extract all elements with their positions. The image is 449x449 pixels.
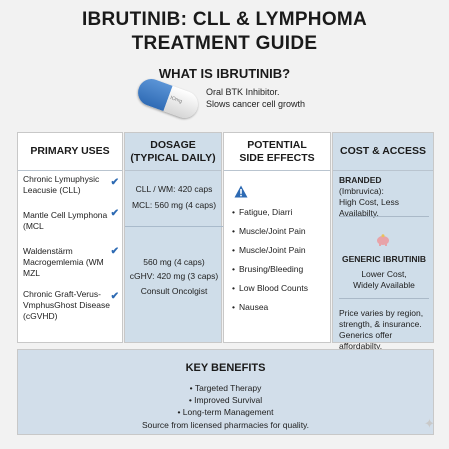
side-effect-item: Nausea — [232, 302, 308, 321]
dosage-bottom-line-2: cGHV: 420 mg (3 caps) — [129, 271, 219, 281]
use-item-text: Leacusie (CLL) — [23, 185, 81, 195]
side-effects-heading-line-2: SIDE EFFECTS — [239, 151, 315, 164]
use-item-text: Waldenstärm — [23, 246, 73, 256]
side-effect-item: Muscle/Joint Pain — [232, 226, 308, 245]
what-is-description: Oral BTK Inhibitor. Slows cancer cell gr… — [206, 86, 305, 110]
side-effects-heading-line-1: POTENTIAL — [247, 138, 307, 151]
use-item-cgvhd: Chronic Graft-Verus- VmphusGhost Disease… — [23, 289, 123, 322]
branded-block: BRANDED (Imbruvica): High Cost, Less Ava… — [333, 175, 435, 219]
price-note-line-1: Price varies by region, — [339, 308, 424, 318]
side-effect-item: Muscle/Joint Pain — [232, 245, 308, 264]
use-item-text: MZL — [23, 268, 40, 278]
generic-title: GENERIC IBRUTINIB — [341, 254, 427, 264]
dosage-top-line-2: MCL: 560 mg (4 caps) — [131, 200, 217, 210]
generic-line-1: Lower Cost, — [361, 269, 407, 279]
use-item-text: Mantle Cell Lymphona — [23, 210, 108, 220]
sparkle-icon: ✦ — [424, 416, 435, 431]
side-effects-heading: POTENTIAL SIDE EFFECTS — [224, 133, 330, 171]
use-item-text: Chronic Lymuphysic — [23, 174, 100, 184]
check-icon: ✔ — [110, 208, 119, 219]
what-is-line-1: Oral BTK Inhibitor. — [206, 87, 280, 97]
title-line-1: IBRUTINIB: CLL & LYMPHOMA — [81, 9, 368, 30]
use-item-text: Macrogemlemia (WM — [23, 257, 104, 267]
dosage-bottom-line-1: 560 mg (4 caps) — [143, 257, 205, 267]
dosage-heading: DOSAGE (TYPICAL DAILY) — [125, 133, 221, 171]
primary-uses-column: PRIMARY USES Chronic Lymuphysic Leacusie… — [17, 132, 123, 343]
warning-triangle-icon — [234, 185, 248, 198]
price-note-line-2: strength, & insurance. — [339, 319, 422, 329]
key-benefits-panel: KEY BENEFITS • Targeted Therapy • Improv… — [17, 349, 434, 435]
dosage-heading-line-1: DOSAGE — [150, 138, 196, 151]
piggy-bank-icon — [377, 234, 389, 246]
primary-uses-heading: PRIMARY USES — [18, 133, 122, 171]
benefit-item: • Targeted Therapy — [189, 383, 262, 393]
dosage-top-line-1: CLL / WM: 420 caps — [135, 184, 213, 194]
benefit-item: • Improved Survival — [188, 395, 263, 405]
dosage-heading-line-2: (TYPICAL DAILY) — [130, 151, 216, 164]
side-effect-item: Fatigue, Diarri — [232, 207, 308, 226]
price-note: Price varies by region, strength, & insu… — [333, 308, 435, 352]
use-item-text: Chronic Graft-Verus- — [23, 289, 101, 299]
check-icon: ✔ — [110, 291, 119, 302]
side-effects-list: Fatigue, Diarri Muscle/Joint Pain Muscle… — [232, 207, 308, 321]
side-effect-item: Low Blood Counts — [232, 283, 308, 302]
generic-block: GENERIC IBRUTINIB Lower Cost, Widely Ava… — [333, 254, 435, 291]
cost-divider — [339, 216, 429, 217]
side-effects-column: POTENTIAL SIDE EFFECTS Fatigue, Diarri M… — [223, 132, 331, 343]
key-benefits-heading: KEY BENEFITS — [185, 362, 266, 374]
cost-access-column: COST & ACCESS BRANDED (Imbruvica): High … — [332, 132, 435, 351]
branded-description: High Cost, Less Availabilty. — [339, 197, 399, 218]
what-is-line-2: Slows cancer cell growth — [206, 99, 306, 109]
title-line-2: TREATMENT GUIDE — [131, 33, 318, 54]
cost-divider — [339, 298, 429, 299]
pill-capsule-icon: IOmg — [134, 75, 202, 122]
use-item-text: (MCL — [23, 221, 44, 231]
dosage-column: DOSAGE (TYPICAL DAILY) CLL / WM: 420 cap… — [124, 132, 223, 343]
generic-line-2: Widely Available — [353, 280, 415, 290]
source-note: Source from licensed pharmacies for qual… — [141, 420, 310, 430]
branded-subtitle: (Imbruvica): — [339, 186, 384, 196]
side-effect-item: Brusing/Bleeding — [232, 264, 308, 283]
benefit-item: • Long-term Management — [177, 407, 274, 417]
use-item-text: VmphusGhost Disease — [23, 300, 110, 310]
dosage-divider — [125, 226, 223, 227]
check-icon: ✔ — [110, 246, 119, 257]
use-item-wm: Waldenstärm Macrogemlemia (WM MZL — [23, 246, 123, 279]
price-note-line-3: Generics offer affordabilty. — [339, 330, 393, 351]
page-title: IBRUTINIB: CLL & LYMPHOMA TREATMENT GUID… — [0, 8, 449, 56]
dosage-bottom-line-3: Consult Oncolgist — [140, 286, 208, 296]
use-item-text: (cGVHD) — [23, 311, 58, 321]
use-item-cll: Chronic Lymuphysic Leacusie (CLL) — [23, 174, 123, 196]
use-item-mcl: Mantle Cell Lymphona (MCL — [23, 210, 123, 232]
branded-title: BRANDED — [339, 175, 382, 185]
check-icon: ✔ — [110, 177, 119, 188]
what-is-heading: WHAT IS IBRUTINIB? — [158, 66, 291, 81]
cost-access-heading: COST & ACCESS — [333, 133, 433, 171]
